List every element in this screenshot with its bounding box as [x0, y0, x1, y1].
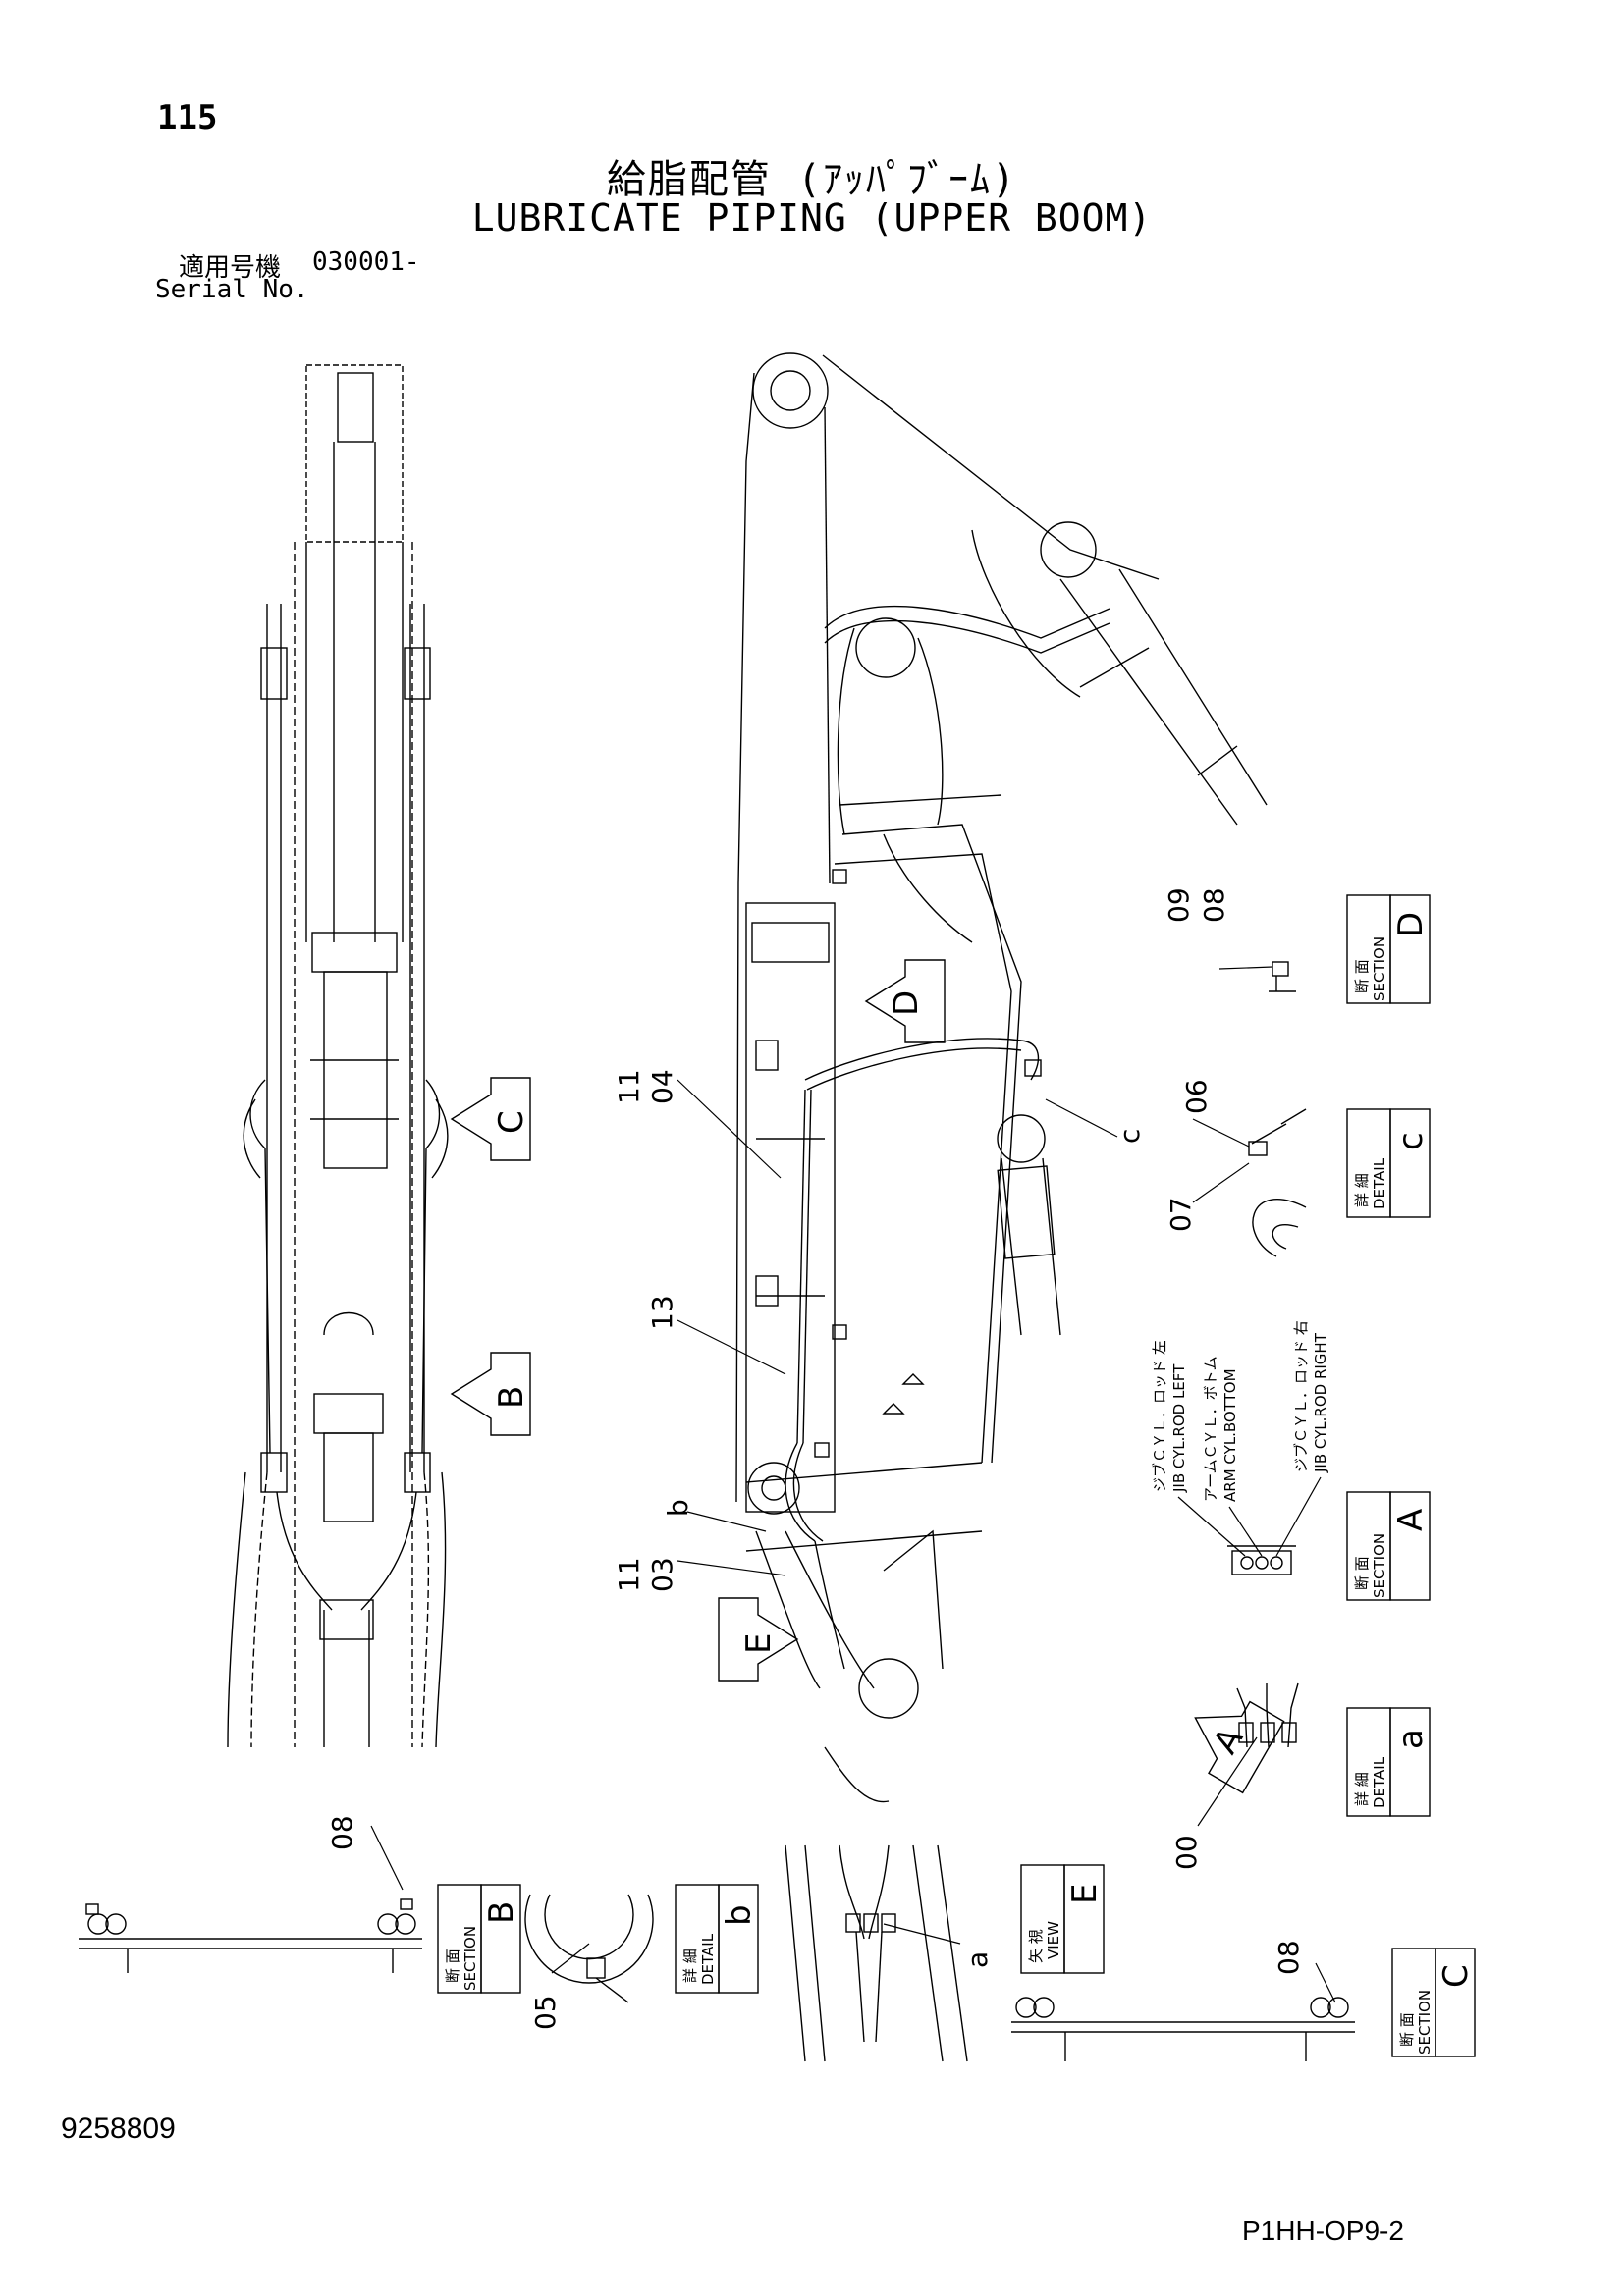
detail-a-sketch — [1236, 1682, 1299, 1748]
arrow-letter-b: B — [492, 1386, 531, 1409]
section-d-jp: 断 面 — [1353, 959, 1371, 993]
view-arrow-b — [450, 1352, 531, 1436]
section-c-sketch — [1011, 1997, 1355, 2061]
view-e-box: 矢 視 VIEW E — [1027, 1884, 1105, 1963]
callout-numbers: 11 04 13 11 03 b c a 09 08 06 07 00 08 0… — [326, 887, 1305, 2030]
section-a-letter: A — [1391, 1509, 1431, 1531]
section-c-en: SECTION — [1416, 1990, 1434, 2055]
view-arrow-a — [1194, 1700, 1285, 1794]
leader-lines — [370, 966, 1336, 2003]
section-a-pipe-leaders — [1177, 1476, 1322, 1557]
detail-c-sketch — [1248, 1108, 1307, 1257]
view-e-sketch — [785, 1844, 968, 2062]
callout-00: 00 — [1170, 1835, 1203, 1870]
callout-c: c — [1113, 1129, 1146, 1144]
callout-07: 07 — [1164, 1197, 1197, 1232]
section-d-sketch — [1269, 961, 1296, 992]
detail-a-en: DETAIL — [1371, 1756, 1388, 1808]
callout-11a: 11 — [613, 1069, 645, 1104]
callout-06: 06 — [1180, 1079, 1213, 1114]
section-a-box: 断 面 SECTION A — [1353, 1509, 1431, 1598]
serial-value: 030001- — [312, 247, 420, 277]
serial-label-en: Serial No. — [155, 275, 309, 304]
view-e-en: VIEW — [1045, 1921, 1062, 1959]
box-frames — [437, 894, 1476, 2057]
callout-08-c: 08 — [1272, 1940, 1305, 1975]
callout-08-b: 08 — [326, 1815, 358, 1850]
serial-label-jp: 適用号機 — [179, 253, 282, 283]
detail-b-letter: b — [720, 1904, 759, 1926]
section-d-letter: D — [1391, 912, 1431, 937]
detail-c-box: 詳 細 DETAIL c — [1353, 1132, 1431, 1209]
callout-05: 05 — [529, 1995, 562, 2030]
callout-03: 03 — [646, 1557, 678, 1592]
callout-08-d: 08 — [1198, 887, 1230, 923]
section-c-box: 断 面 SECTION C — [1398, 1964, 1476, 2055]
drawing-number: 9258809 — [61, 2112, 176, 2145]
section-b-box: 断 面 SECTION B — [444, 1901, 521, 1991]
detail-b-sketch — [524, 1894, 654, 2003]
plan-view-boom — [227, 364, 449, 1748]
section-a-sketch — [1227, 1545, 1296, 1575]
jib-rod-left-en: JIB CYL.ROD LEFT — [1170, 1363, 1188, 1493]
title-english: LUBRICATE PIPING (UPPER BOOM) — [471, 196, 1153, 240]
section-a-pipe-labels: ジブＣＹＬ．ロッド 左 JIB CYL.ROD LEFT アームＣＹＬ．ボトム … — [1151, 1320, 1329, 1502]
arrow-letter-a: A — [1206, 1721, 1251, 1760]
section-d-box: 断 面 SECTION D — [1353, 912, 1431, 1001]
view-e-letter: E — [1065, 1884, 1105, 1904]
callout-13: 13 — [646, 1295, 678, 1330]
detail-c-jp: 詳 細 — [1353, 1173, 1371, 1207]
section-b-letter: B — [482, 1901, 521, 1924]
side-view-upper-boom — [735, 352, 1268, 1803]
arrow-letter-d: D — [887, 990, 926, 1016]
title-japanese: 給脂配管 (ｱｯﾊﾟﾌﾞｰﾑ) — [606, 157, 1018, 202]
detail-b-box: 詳 細 DETAIL b — [681, 1904, 759, 1985]
arrow-letter-e: E — [739, 1633, 779, 1654]
jib-rod-right-en: JIB CYL.ROD RIGHT — [1312, 1332, 1329, 1473]
callout-a: a — [961, 1951, 994, 1968]
section-a-en: SECTION — [1371, 1533, 1388, 1598]
detail-c-en: DETAIL — [1371, 1157, 1388, 1209]
detail-a-letter: a — [1391, 1729, 1431, 1749]
callout-09: 09 — [1163, 887, 1195, 923]
arm-bottom-en: ARM CYL.BOTTOM — [1221, 1368, 1239, 1502]
callout-b: b — [662, 1499, 694, 1517]
jib-rod-left-jp: ジブＣＹＬ．ロッド 左 — [1151, 1340, 1168, 1492]
section-a-jp: 断 面 — [1353, 1556, 1371, 1590]
detail-c-letter: c — [1391, 1132, 1431, 1150]
section-c-jp: 断 面 — [1398, 2012, 1416, 2047]
arm-bottom-jp: アームＣＹＬ．ボトム — [1202, 1356, 1219, 1502]
page-number: 115 — [157, 98, 218, 137]
section-c-letter: C — [1436, 1964, 1476, 1988]
section-b-jp: 断 面 — [444, 1949, 461, 1983]
callout-04: 04 — [646, 1069, 678, 1104]
arrow-letter-c: C — [492, 1110, 531, 1134]
view-arrow-c — [450, 1077, 531, 1161]
jib-rod-right-jp: ジブＣＹＬ．ロッド 右 — [1292, 1320, 1310, 1472]
callout-11b: 11 — [613, 1557, 645, 1592]
section-d-en: SECTION — [1371, 936, 1388, 1001]
view-arrow-e — [718, 1597, 799, 1682]
section-b-sketch — [79, 1898, 422, 1973]
detail-b-en: DETAIL — [699, 1933, 717, 1985]
view-arrow-d — [864, 959, 946, 1043]
detail-a-box: 詳 細 DETAIL a — [1353, 1729, 1431, 1808]
section-b-en: SECTION — [461, 1926, 479, 1991]
sheet-code: P1HH-OP9-2 — [1242, 2216, 1404, 2246]
detail-a-jp: 詳 細 — [1353, 1772, 1371, 1806]
view-e-jp: 矢 視 — [1027, 1929, 1045, 1963]
detail-b-jp: 詳 細 — [681, 1949, 699, 1983]
